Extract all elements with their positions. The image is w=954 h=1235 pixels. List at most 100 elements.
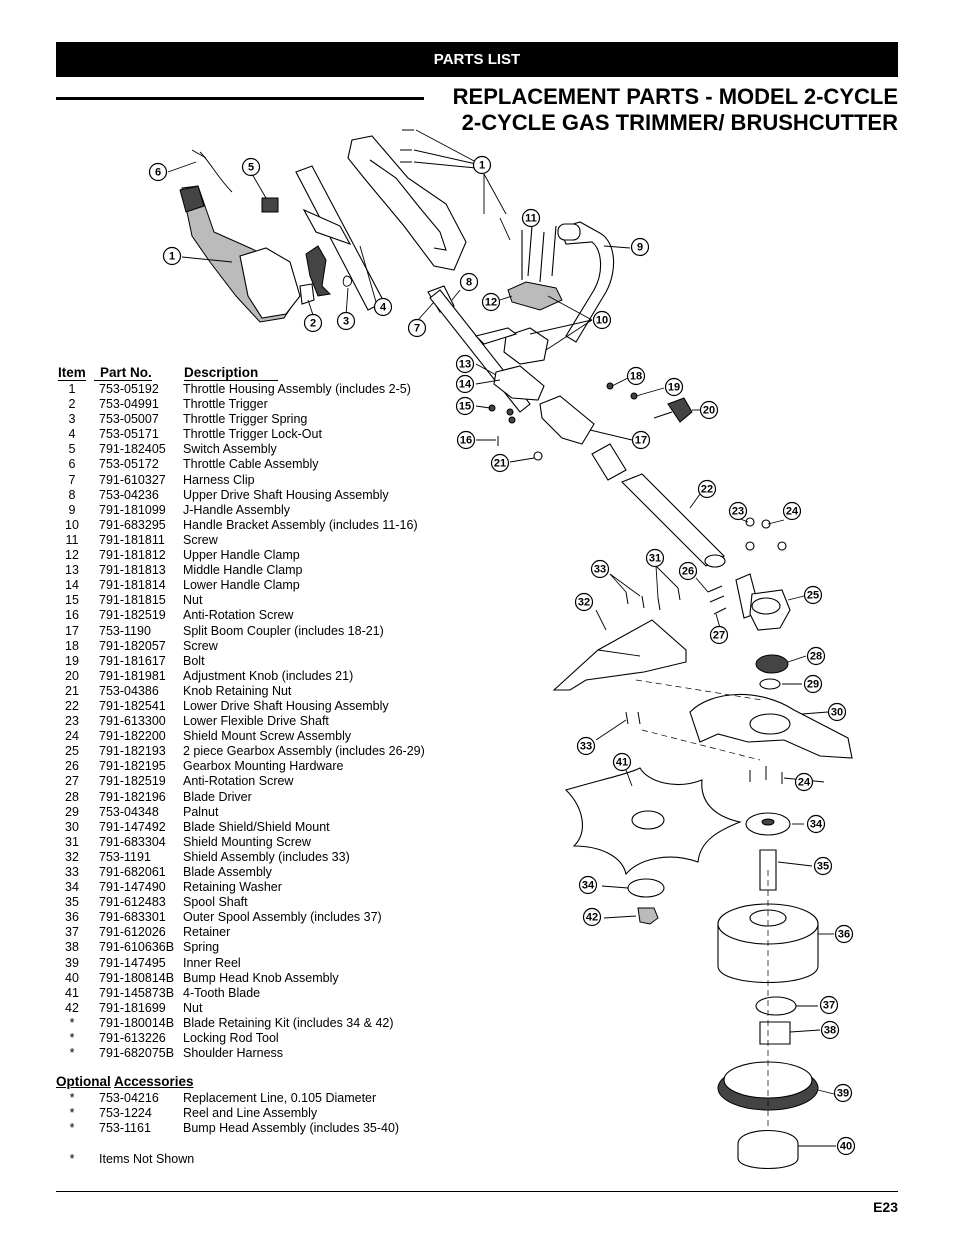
row-item-number: 11 <box>65 532 79 547</box>
diagram-bump-head <box>717 849 836 1170</box>
callout-3: 3 <box>336 311 356 331</box>
callout-42: 42 <box>582 907 602 927</box>
row-part-number: 791-181617 <box>99 653 166 668</box>
row-part-number: 791-613226 <box>99 1031 166 1046</box>
row-description: Throttle Trigger Lock-Out <box>183 427 322 442</box>
row-item-number: 13 <box>65 563 79 578</box>
svg-text:6: 6 <box>155 167 161 179</box>
row-part-number: 791-181814 <box>99 578 166 593</box>
callout-41: 41 <box>612 752 632 772</box>
row-description: Screw <box>183 638 218 653</box>
callout-9: 9 <box>630 237 650 257</box>
callout-32: 32 <box>574 592 594 612</box>
diagram-gearbox <box>695 517 807 690</box>
svg-text:11: 11 <box>525 213 537 225</box>
svg-text:28: 28 <box>810 651 822 663</box>
row-description: Nut <box>183 1000 203 1015</box>
row-item-number: 18 <box>65 638 79 653</box>
svg-text:3: 3 <box>343 316 349 328</box>
row-part-number: 791-181811 <box>99 532 165 547</box>
row-item-number: 17 <box>65 623 79 638</box>
row-description: Lower Flexible Drive Shaft <box>183 714 329 729</box>
row-part-number: 753-04216 <box>99 1091 159 1106</box>
diagram-housing-cover <box>347 135 467 271</box>
row-part-number: 791-181099 <box>99 502 166 517</box>
callout-30: 30 <box>827 702 847 722</box>
row-part-number: 753-04236 <box>99 487 159 502</box>
svg-text:29: 29 <box>807 679 819 691</box>
row-description: Throttle Trigger Spring <box>183 412 308 427</box>
callout-13: 13 <box>455 354 475 374</box>
row-description: Knob Retaining Nut <box>183 683 292 698</box>
row-part-number: 791-182519 <box>99 774 166 789</box>
row-description: Retaining Washer <box>183 880 282 895</box>
row-item-number: 33 <box>65 865 79 879</box>
svg-text:36: 36 <box>838 929 850 941</box>
row-item-number: * <box>69 1121 75 1136</box>
svg-text:16: 16 <box>460 435 472 447</box>
row-description: Upper Handle Clamp <box>183 548 300 563</box>
row-description: Lower Drive Shaft Housing Assembly <box>183 698 389 713</box>
svg-text:32: 32 <box>578 597 590 609</box>
callout-40: 40 <box>836 1136 856 1156</box>
row-part-number: 791-182200 <box>99 729 166 744</box>
row-part-number: 791-682075B <box>99 1046 175 1061</box>
svg-text:34: 34 <box>810 819 823 831</box>
diagram-trigger <box>299 245 353 319</box>
svg-text:20: 20 <box>703 405 715 417</box>
row-item-number: 5 <box>68 442 76 457</box>
row-part-number: 791-147490 <box>99 880 166 895</box>
row-description: 4-Tooth Blade <box>183 985 261 1000</box>
optional-heading-word2: Accessories <box>114 1074 194 1090</box>
row-description: Spring <box>183 940 220 955</box>
row-item-number: 1 <box>68 382 76 396</box>
callout-2: 2 <box>303 313 323 333</box>
row-item-number: 39 <box>65 955 79 970</box>
svg-text:24: 24 <box>786 506 799 518</box>
footer-rule <box>56 1191 898 1192</box>
svg-text:31: 31 <box>649 553 661 565</box>
row-description: Blade Shield/Shield Mount <box>183 819 330 834</box>
row-item-number: 9 <box>68 502 76 517</box>
row-item-number: 41 <box>65 985 79 1000</box>
row-item-number: 6 <box>68 457 76 472</box>
row-description: Nut <box>183 593 203 608</box>
row-item-number: 7 <box>68 472 76 487</box>
svg-text:14: 14 <box>459 379 472 391</box>
callout-17: 17 <box>631 430 651 450</box>
row-part-number: 791-610636B <box>99 940 175 955</box>
callout-28: 28 <box>806 646 826 666</box>
row-part-number: 753-1190 <box>99 623 151 638</box>
row-item-number: 2 <box>68 397 76 412</box>
row-part-number: 753-04991 <box>99 397 159 412</box>
row-description: 2 piece Gearbox Assembly (includes 26-29… <box>183 744 425 759</box>
row-part-number: 753-04386 <box>99 683 159 698</box>
svg-text:2: 2 <box>310 318 316 330</box>
row-description: Throttle Cable Assembly <box>183 457 319 472</box>
column-header-part-no: Part No. <box>94 365 152 381</box>
row-part-number: 791-682061 <box>99 865 166 879</box>
svg-text:1: 1 <box>479 160 485 172</box>
callout-34: 34 <box>578 875 598 895</box>
diagram-throttle-housing <box>179 185 301 323</box>
svg-text:15: 15 <box>459 401 471 413</box>
optional-heading-word1: Optional <box>56 1074 111 1090</box>
